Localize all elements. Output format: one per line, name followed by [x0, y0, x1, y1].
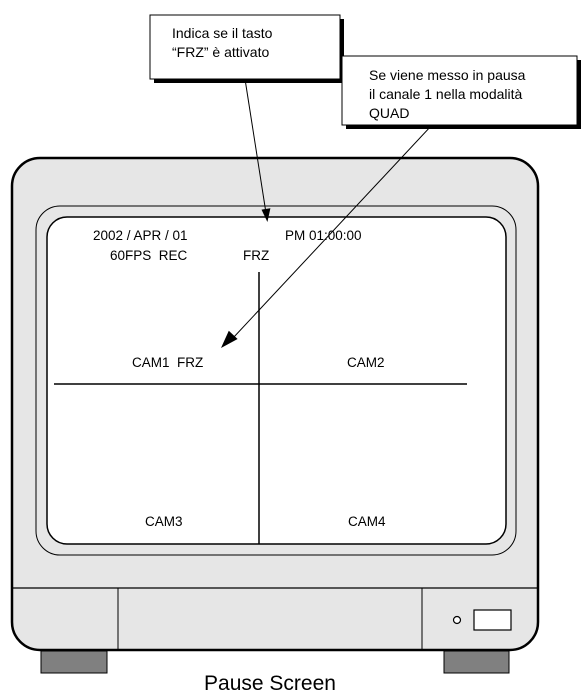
cam2-label: CAM2	[347, 355, 385, 370]
callout-pause-channel1-line2: il canale 1 nella modalità	[369, 86, 523, 102]
callout-frz-key-pointer	[244, 78, 267, 214]
callout-frz-key-box	[149, 14, 341, 80]
callout-pause-channel1-line1: Se viene messo in pausa	[369, 67, 526, 83]
monitor	[10, 156, 540, 674]
callout-pause-channel1: Se viene messo in pausa il canale 1 nell…	[341, 55, 581, 129]
cam3-label: CAM3	[145, 514, 183, 529]
osd-fps-rec: 60FPS REC	[110, 248, 188, 263]
cam1-label: CAM1 FRZ	[132, 355, 203, 370]
callout-frz-key-line1: Indica se il tasto	[172, 25, 273, 41]
callout-frz-key-arrowhead	[261, 208, 271, 222]
osd-frz: FRZ	[243, 248, 269, 263]
callout-pause-channel1-arrowhead	[221, 330, 238, 348]
osd-date: 2002 / APR / 01	[93, 228, 188, 243]
callout-pause-channel1-line3: QUAD	[369, 105, 409, 121]
power-button	[473, 609, 512, 631]
left-foot	[40, 650, 108, 674]
osd-time: PM 01:00:00	[285, 228, 362, 243]
caption: Pause Screen	[204, 672, 336, 695]
power-led-icon	[452, 615, 462, 625]
monitor-bezel	[35, 205, 517, 556]
callout-frz-key: Indica se il tasto “FRZ” è attivato	[149, 14, 344, 83]
right-foot	[443, 650, 510, 674]
callout-pause-channel1-box	[341, 55, 578, 126]
callout-pause-channel1-pointer	[232, 124, 433, 339]
monitor-screen	[46, 216, 507, 545]
callout-frz-key-line2: “FRZ” è attivato	[172, 44, 269, 60]
cam4-label: CAM4	[348, 514, 386, 529]
